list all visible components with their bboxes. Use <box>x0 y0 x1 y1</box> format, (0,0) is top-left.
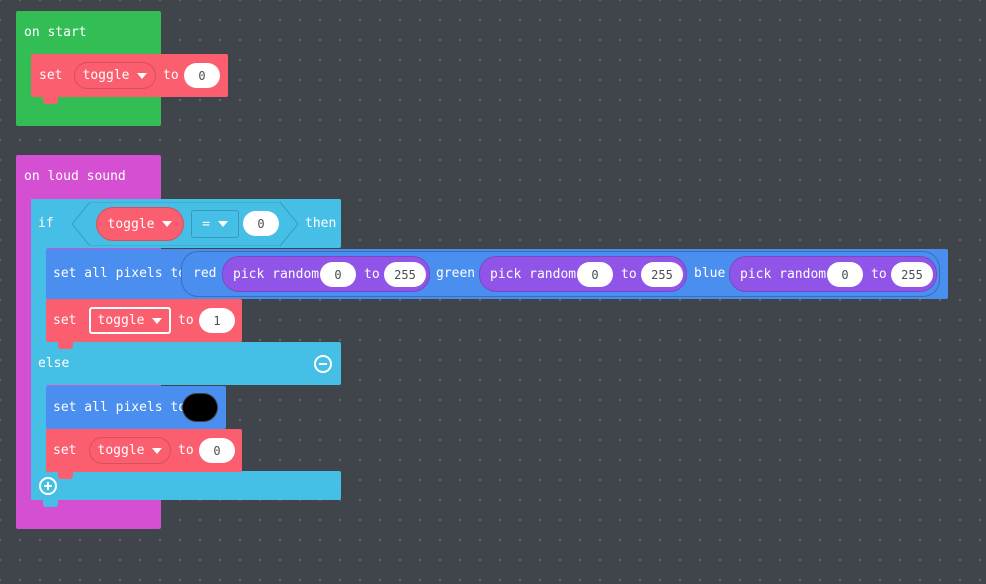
set-all-pixels-color-block[interactable]: set all pixels to <box>46 386 226 436</box>
pick-random-red[interactable]: pick random 0 to 255 <box>222 256 430 292</box>
chevron-down-icon <box>162 221 173 227</box>
operator-dropdown[interactable]: = <box>191 210 239 238</box>
pick-random-blue[interactable]: pick random 0 to 255 <box>729 256 937 292</box>
random-to-input[interactable]: 255 <box>384 262 426 287</box>
remove-else-icon[interactable] <box>314 355 332 373</box>
to-label: to <box>364 267 380 282</box>
to-label: to <box>871 267 887 282</box>
variable-name: toggle <box>97 443 145 458</box>
set-all-pixels-label: set all pixels to <box>53 400 187 415</box>
chevron-down-icon <box>152 447 163 454</box>
set-all-pixels-rgb-block[interactable]: set all pixels to red pick random 0 to 2… <box>46 249 948 306</box>
chevron-down-icon <box>152 317 163 324</box>
variable-name: toggle <box>97 313 145 328</box>
random-from-input[interactable]: 0 <box>320 262 356 287</box>
variable-dropdown[interactable]: toggle <box>89 307 171 334</box>
else-label: else <box>38 356 70 371</box>
random-from-input[interactable]: 0 <box>577 262 613 287</box>
random-from-input[interactable]: 0 <box>827 262 863 287</box>
if-else-block[interactable]: if toggle = 0 then else <box>31 199 341 507</box>
variable-dropdown[interactable]: toggle <box>89 437 171 464</box>
set-label: set <box>53 313 77 328</box>
set-label: set <box>39 68 63 83</box>
color-picker[interactable] <box>182 393 218 422</box>
pick-random-label: pick random <box>233 267 320 282</box>
then-label: then <box>305 216 337 231</box>
variable-name: toggle <box>82 68 130 83</box>
set-label: set <box>53 443 77 458</box>
blue-label: blue <box>694 266 726 281</box>
set-toggle-block[interactable]: set toggle to 0 <box>31 54 228 104</box>
green-label: green <box>436 266 476 281</box>
set-toggle-block[interactable]: set toggle to 1 <box>46 299 242 349</box>
pick-random-label: pick random <box>740 267 827 282</box>
if-label: if <box>38 216 54 231</box>
else-header[interactable] <box>31 342 341 385</box>
condition-variable-name: toggle <box>107 216 155 232</box>
red-label: red <box>193 266 217 281</box>
add-else-if-icon[interactable] <box>39 477 57 495</box>
variable-dropdown[interactable]: toggle <box>74 62 156 89</box>
condition-value-input[interactable]: 0 <box>243 211 279 236</box>
value-input[interactable]: 1 <box>199 308 235 333</box>
set-toggle-block[interactable]: set toggle to 0 <box>46 429 242 479</box>
to-label: to <box>621 267 637 282</box>
value-input[interactable]: 0 <box>184 63 220 88</box>
if-footer[interactable] <box>31 471 341 507</box>
pick-random-green[interactable]: pick random 0 to 255 <box>479 256 687 292</box>
chevron-down-icon <box>217 221 228 227</box>
random-to-input[interactable]: 255 <box>641 262 683 287</box>
to-label: to <box>178 313 194 328</box>
set-all-pixels-label: set all pixels to <box>53 266 187 281</box>
pick-random-label: pick random <box>490 267 577 282</box>
condition-variable-dropdown[interactable]: toggle <box>96 207 184 241</box>
value-input[interactable]: 0 <box>199 438 235 463</box>
operator-value: = <box>202 216 210 232</box>
to-label: to <box>178 443 194 458</box>
on-loud-sound-label: on loud sound <box>24 169 126 184</box>
on-start-label: on start <box>24 25 87 40</box>
to-label: to <box>163 68 179 83</box>
random-to-input[interactable]: 255 <box>891 262 933 287</box>
chevron-down-icon <box>137 72 148 79</box>
